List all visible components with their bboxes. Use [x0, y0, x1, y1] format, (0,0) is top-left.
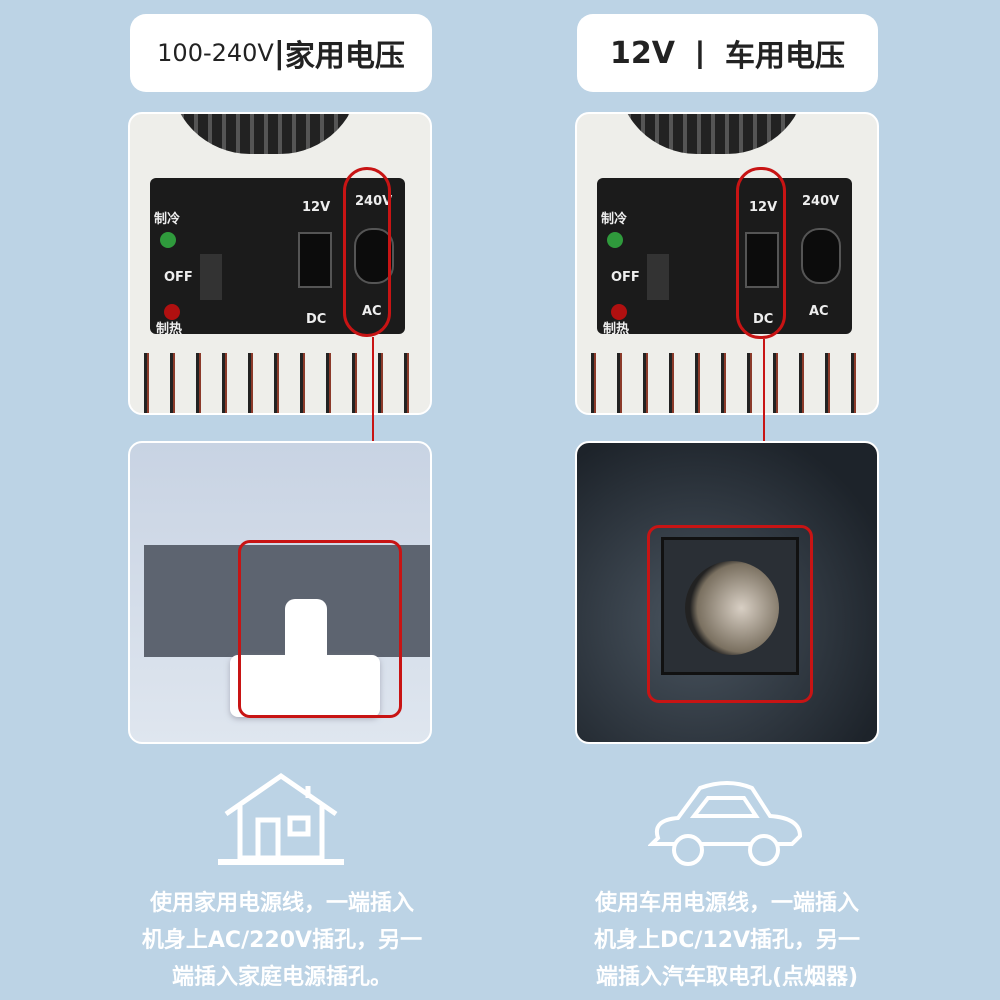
desc-line: 机身上AC/220V插孔，另一 [141, 928, 423, 953]
red-led [164, 304, 180, 320]
car-instructions: 使用车用电源线，一端插入 机身上DC/12V插孔，另一 端插入汽车取电孔(点烟器… [557, 885, 897, 996]
home-voltage-label: 100-240V | 家用电压 [130, 14, 432, 92]
separator: | [273, 35, 285, 71]
wall-socket-photo [128, 441, 432, 744]
voltage-text: 100-240V [157, 39, 274, 67]
cool-label: 制冷 [601, 212, 628, 227]
ac-socket [354, 228, 394, 284]
control-panel: 制冷 OFF 制热 12V DC 240V AC [150, 178, 405, 337]
connector-line [372, 337, 374, 544]
label-text: 车用电压 [724, 39, 845, 74]
switch [200, 254, 222, 300]
house-icon [218, 772, 344, 865]
vents [577, 353, 877, 413]
red-led [611, 304, 627, 320]
voltage-text: 12V [610, 35, 675, 71]
heat-label: 制热 [603, 322, 630, 337]
switch [647, 254, 669, 300]
dc-socket [298, 232, 332, 288]
car-socket-highlight [647, 525, 813, 703]
cigarette-lighter-socket [685, 561, 779, 655]
desc-line: 使用家用电源线，一端插入 [149, 891, 414, 916]
ac-socket [801, 228, 841, 284]
desc-line: 机身上DC/12V插孔，另一 [593, 928, 861, 953]
label-text: 家用电压 [284, 39, 405, 74]
dc-voltage-label: 12V [302, 200, 331, 215]
ac-highlight [343, 167, 391, 337]
dc-highlight [736, 167, 786, 339]
off-label: OFF [611, 270, 640, 285]
control-panel: 制冷 OFF 制热 12V DC 240V AC [597, 178, 852, 337]
green-led [160, 232, 176, 248]
separator: 丨 [684, 39, 715, 74]
car-voltage-label: 12V 丨 车用电压 [577, 14, 878, 92]
desc-line: 端插入家庭电源插孔。 [171, 965, 392, 990]
car-socket-photo [575, 441, 879, 744]
desc-line: 使用车用电源线，一端插入 [594, 891, 859, 916]
green-led [607, 232, 623, 248]
fan-grille [617, 114, 807, 154]
connector-line [763, 339, 765, 525]
vents [130, 353, 430, 413]
dc-label: DC [306, 312, 327, 327]
cool-label: 制冷 [154, 212, 181, 227]
ac-voltage-label: 240V [355, 194, 393, 209]
power-strip-top [285, 599, 327, 669]
fridge-panel-photo-dc: 制冷 OFF 制热 12V DC 240V AC [575, 112, 879, 415]
heat-label: 制热 [156, 322, 183, 337]
desc-line: 端插入汽车取电孔(点烟器) [595, 965, 859, 990]
home-instructions: 使用家用电源线，一端插入 机身上AC/220V插孔，另一 端插入家庭电源插孔。 [112, 885, 452, 996]
dc-voltage-label: 12V [749, 200, 778, 215]
fridge-panel-photo-ac: 制冷 OFF 制热 12V DC 240V AC [128, 112, 432, 415]
dc-socket [745, 232, 779, 288]
wall-socket-highlight [238, 540, 402, 718]
off-label: OFF [164, 270, 193, 285]
ac-label: AC [809, 304, 829, 319]
ac-voltage-label: 240V [802, 194, 840, 209]
fan-grille [170, 114, 360, 154]
car-icon [648, 781, 803, 866]
